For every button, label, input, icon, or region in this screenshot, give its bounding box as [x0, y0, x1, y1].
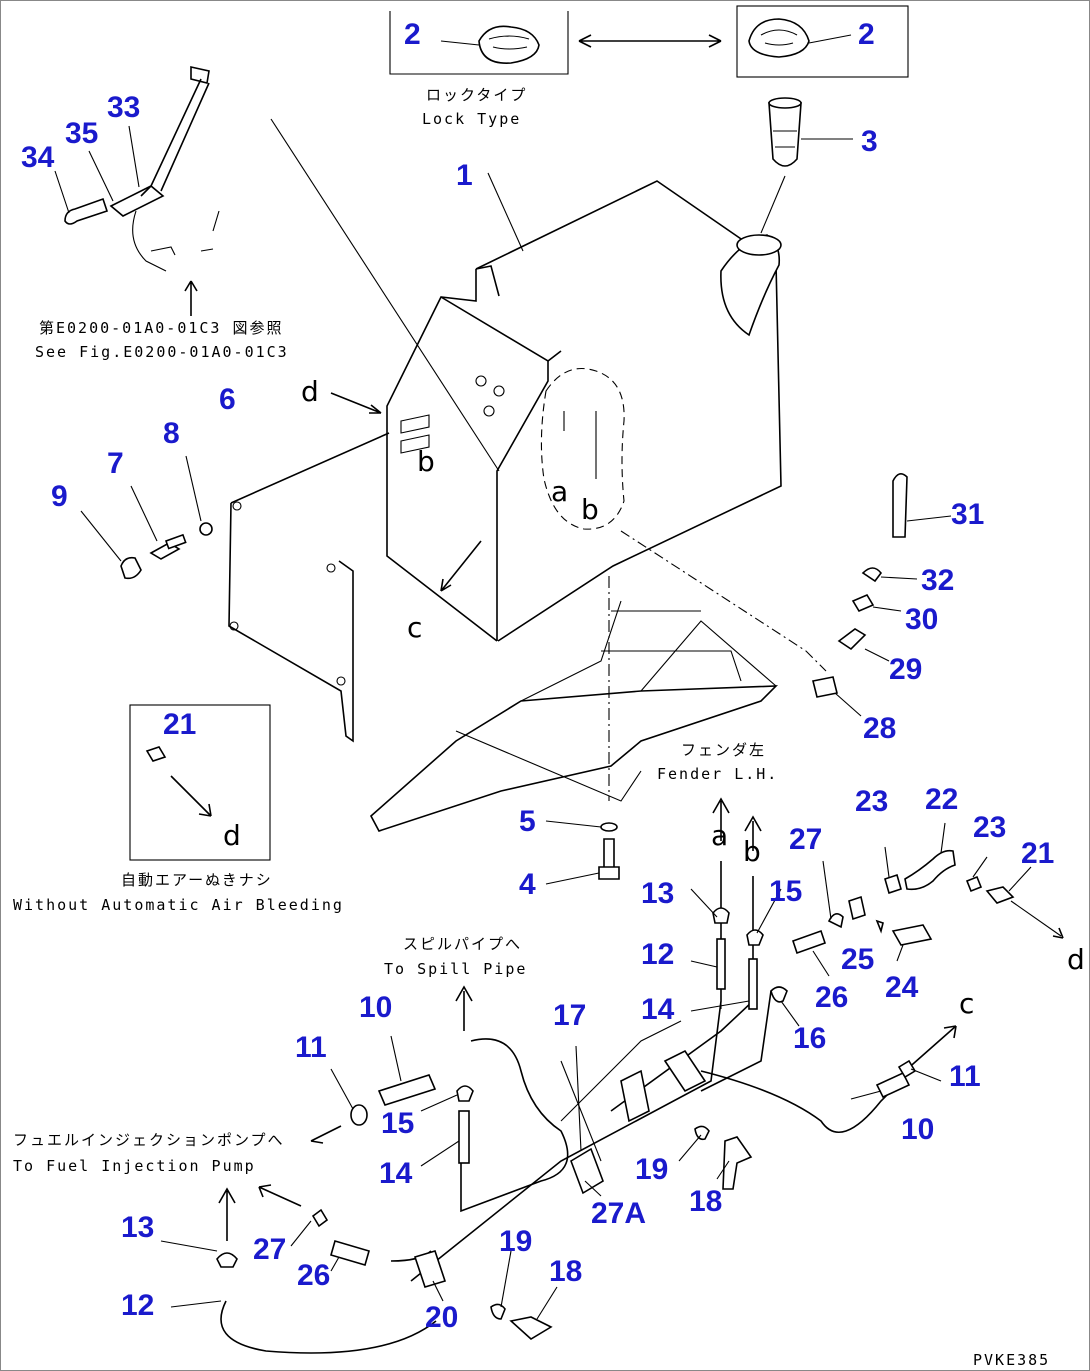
- note-spill-en: To Spill Pipe: [384, 960, 527, 978]
- ref-letter-a: a: [711, 819, 728, 852]
- callout-27b: 27: [253, 1233, 286, 1266]
- ref-letter-d: d: [301, 375, 319, 408]
- callout-23b: 23: [973, 811, 1006, 844]
- callout-25: 25: [841, 943, 874, 976]
- fender-lh: [369, 576, 779, 832]
- callout-12b: 12: [121, 1289, 154, 1322]
- callout-2b: 2: [858, 18, 875, 51]
- note-fender-en: Fender L.H.: [657, 765, 778, 783]
- reference-letters: d b a b c d a b c d: [223, 375, 1085, 1020]
- lever-assembly: [54, 66, 500, 472]
- callout-10a: 10: [359, 991, 392, 1024]
- callout-23a: 23: [855, 785, 888, 818]
- ref-letter-a: a: [551, 475, 568, 508]
- cover-plate: [228, 432, 390, 743]
- bolt-assembly-7-8-9: [80, 455, 213, 580]
- note-see-fig-en: See Fig.E0200-01A0-01C3: [35, 343, 289, 361]
- ref-letter-c: c: [407, 611, 422, 644]
- callout-18a: 18: [689, 1185, 722, 1218]
- note-fuel-pump-en: To Fuel Injection Pump: [13, 1157, 256, 1175]
- note-fuel-pump-jp: フュエルインジェクションポンプへ: [13, 1131, 285, 1149]
- breather-hose-assembly: [620, 473, 952, 717]
- callout-5: 5: [519, 805, 536, 838]
- callout-14a: 14: [641, 993, 675, 1026]
- callout-21b: 21: [1021, 837, 1054, 870]
- callout-12a: 12: [641, 938, 674, 971]
- callout-4: 4: [519, 868, 536, 901]
- callout-27A: 27A: [591, 1197, 646, 1230]
- callout-19b: 19: [499, 1225, 532, 1258]
- callout-7: 7: [107, 447, 124, 480]
- ref-letter-b: b: [743, 835, 761, 868]
- note-fender-jp: フェンダ左: [681, 741, 766, 759]
- callout-11a: 11: [295, 1031, 327, 1064]
- ref-letter-d: d: [1067, 943, 1085, 976]
- callout-32: 32: [921, 564, 954, 597]
- notes-layer: ロックタイプ Lock Type 第E0200-01A0-01C3 図参照 Se…: [13, 86, 1050, 1369]
- callout-1: 1: [456, 159, 473, 192]
- callout-17: 17: [553, 999, 586, 1032]
- callout-29: 29: [889, 653, 922, 686]
- callout-2a: 2: [404, 18, 421, 51]
- bolt-4-washer-5: [545, 820, 620, 885]
- fuel-cap-part: [748, 18, 810, 58]
- callout-3: 3: [861, 125, 878, 158]
- no-air-bleeding-inset: [129, 704, 271, 861]
- callout-13a: 13: [641, 877, 674, 910]
- callout-8: 8: [163, 417, 180, 450]
- ref-letter-b: b: [581, 493, 599, 526]
- fitting-assembly: [770, 822, 1064, 1027]
- callout-24: 24: [885, 971, 919, 1004]
- callout-6: 6: [219, 383, 236, 416]
- drawing-code: PVKE385: [973, 1351, 1050, 1369]
- ref-letter-d: d: [223, 819, 241, 852]
- callout-26a: 26: [815, 981, 848, 1014]
- note-see-fig-jp: 第E0200-01A0-01C3 図参照: [39, 319, 284, 337]
- callout-35: 35: [65, 117, 98, 150]
- callout-11b: 11: [949, 1060, 981, 1093]
- callout-16: 16: [793, 1022, 826, 1055]
- callout-14b: 14: [379, 1157, 413, 1190]
- callout-15a: 15: [769, 875, 802, 908]
- callout-15b: 15: [381, 1107, 414, 1140]
- callout-27a: 27: [789, 823, 822, 856]
- callout-31: 31: [951, 498, 984, 531]
- callout-28: 28: [863, 712, 896, 745]
- fuel-cap-part: [478, 25, 540, 64]
- callout-19a: 19: [635, 1153, 668, 1186]
- fuel-tank: [386, 172, 782, 642]
- note-no-bleed-en: Without Automatic Air Bleeding: [13, 896, 344, 914]
- note-spill-jp: スピルパイプへ: [403, 935, 522, 953]
- callout-20: 20: [425, 1301, 458, 1334]
- callout-34: 34: [21, 141, 55, 174]
- note-lock-type-jp: ロックタイプ: [426, 86, 527, 104]
- ref-letter-c: c: [959, 987, 974, 1020]
- callout-33: 33: [107, 91, 140, 124]
- callout-18b: 18: [549, 1255, 582, 1288]
- note-no-bleed-jp: 自動エアーぬきナシ: [121, 871, 273, 889]
- callout-layer: 2 2 3 1 33 35 34 6 8 7 9 31 32 30 29 28 …: [21, 18, 1054, 1334]
- callout-30: 30: [905, 603, 938, 636]
- callout-26b: 26: [297, 1259, 330, 1292]
- callout-13b: 13: [121, 1211, 154, 1244]
- callout-10b: 10: [901, 1113, 934, 1146]
- callout-22: 22: [925, 783, 958, 816]
- fuel-pipe-assembly: [160, 797, 957, 1354]
- note-lock-type-en: Lock Type: [422, 110, 521, 128]
- lock-type-inset: [389, 5, 909, 78]
- strainer-part: [760, 97, 853, 234]
- ref-letter-b: b: [417, 445, 435, 478]
- callout-21a: 21: [163, 708, 196, 741]
- callout-9: 9: [51, 480, 68, 513]
